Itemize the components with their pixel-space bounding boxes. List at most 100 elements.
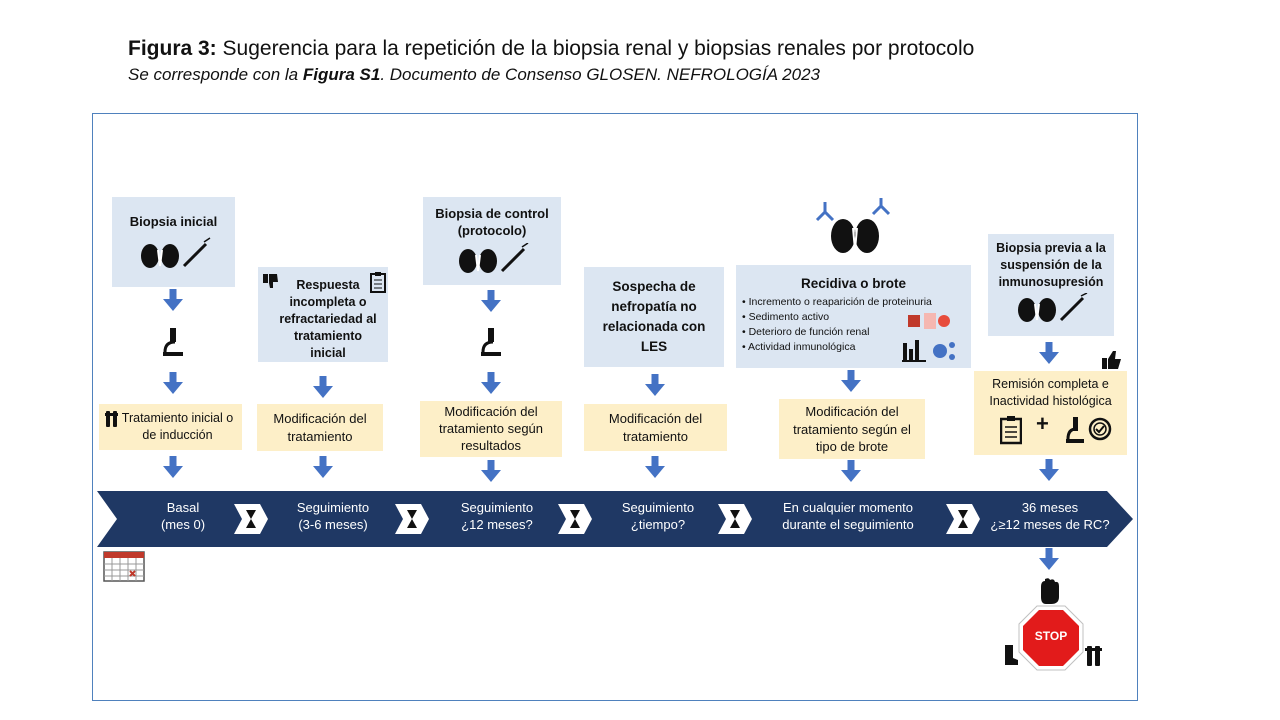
criteria-list: Incremento o reaparición de proteinuria … bbox=[742, 295, 971, 355]
down-arrow bbox=[313, 456, 333, 478]
step-line: Seguimiento bbox=[460, 500, 534, 515]
kidney-syringe-icon bbox=[1018, 292, 1088, 322]
down-arrow bbox=[163, 289, 183, 311]
down-arrow bbox=[645, 456, 665, 478]
hourglass-icon bbox=[718, 504, 752, 534]
box-tratamiento-inicial: Tratamiento inicial o de inducción bbox=[99, 404, 242, 450]
step-line: Seguimiento bbox=[296, 500, 370, 515]
box-label: Tratamiento inicial o de inducción bbox=[121, 411, 234, 442]
step-line: 36 meses bbox=[1021, 500, 1079, 515]
box-label: Recidiva o brote bbox=[800, 276, 907, 291]
timeline-step-cualquier: En cualquier momento durante el seguimien… bbox=[763, 499, 933, 533]
step-line: Basal bbox=[166, 500, 200, 515]
box-modificacion-1: Modificación del tratamiento bbox=[257, 404, 383, 451]
step-line: ¿tiempo? bbox=[630, 517, 686, 532]
criteria-item: Incremento o reaparición de proteinuria bbox=[742, 295, 971, 310]
box-label: Biopsia previa a la suspensión de la inm… bbox=[996, 241, 1106, 289]
step-line: durante el seguimiento bbox=[782, 517, 914, 532]
stop-sign-icon bbox=[1018, 605, 1084, 671]
box-label: Modificación del tratamiento según el ti… bbox=[793, 404, 911, 454]
kidney-antibody-icon bbox=[815, 198, 891, 253]
plus-sign: + bbox=[1036, 411, 1049, 436]
chart-analysis-icon bbox=[902, 340, 955, 362]
box-label: Biopsia inicial bbox=[129, 214, 218, 229]
hourglass-icon bbox=[234, 504, 268, 534]
box-label: Modificación del tratamiento bbox=[608, 411, 703, 444]
box-biopsia-control: Biopsia de control (protocolo) bbox=[423, 197, 561, 285]
hourglass-icon bbox=[395, 504, 429, 534]
microscope-icon bbox=[479, 326, 503, 358]
step-line: ¿12 meses? bbox=[461, 517, 533, 532]
down-arrow bbox=[841, 370, 861, 392]
down-arrow bbox=[481, 460, 501, 482]
step-line: (3-6 meses) bbox=[298, 517, 368, 532]
kidney-syringe-icon bbox=[459, 242, 529, 273]
pills-icon bbox=[1085, 646, 1102, 666]
timeline-band bbox=[97, 491, 1133, 547]
down-arrow bbox=[163, 372, 183, 394]
box-recidiva-brote: Recidiva o brote Incremento o reaparició… bbox=[736, 265, 971, 368]
kidney-syringe-icon bbox=[140, 237, 210, 268]
box-biopsia-previa: Biopsia previa a la suspensión de la inm… bbox=[988, 234, 1114, 336]
box-label: Sospecha de nefropatía no relacionada co… bbox=[602, 279, 706, 354]
box-modificacion-resultados: Modificación del tratamiento según resul… bbox=[420, 401, 562, 457]
box-modificacion-brote: Modificación del tratamiento según el ti… bbox=[779, 399, 925, 459]
down-arrow bbox=[481, 372, 501, 394]
timeline-step-basal: Basal (mes 0) bbox=[133, 499, 233, 533]
check-badge-icon bbox=[1088, 417, 1112, 441]
subtitle-part-a: Se corresponde con la bbox=[128, 65, 303, 84]
stop-label: STOP bbox=[1034, 629, 1068, 643]
diagram-frame: Biopsia inicial Respuesta incompleta o r… bbox=[92, 113, 1138, 701]
hourglass-icon bbox=[946, 504, 980, 534]
down-arrow bbox=[481, 290, 501, 312]
box-sublabel: (protocolo) bbox=[457, 223, 527, 238]
thumbs-up-icon bbox=[1102, 351, 1121, 369]
box-respuesta-incompleta: Respuesta incompleta o refractariedad al… bbox=[258, 267, 388, 362]
box-biopsia-inicial: Biopsia inicial bbox=[112, 197, 235, 287]
down-arrow bbox=[313, 376, 333, 398]
criteria-item: Sedimento activo bbox=[742, 310, 971, 325]
box-sospecha-nefropatia: Sospecha de nefropatía no relacionada co… bbox=[584, 267, 724, 367]
timeline-step-12: Seguimiento ¿12 meses? bbox=[442, 499, 552, 533]
hand-stop-icon bbox=[1041, 578, 1059, 604]
step-line: (mes 0) bbox=[160, 517, 206, 532]
down-arrow bbox=[1039, 342, 1059, 364]
thumbs-down-icon bbox=[263, 274, 278, 288]
figure-number: Figura 3: bbox=[128, 37, 217, 60]
figure-header: Figura 3: Sugerencia para la repetición … bbox=[128, 36, 1128, 86]
down-arrow bbox=[1039, 548, 1059, 570]
box-label: Modificación del tratamiento según resul… bbox=[438, 404, 544, 453]
down-arrow bbox=[645, 374, 665, 396]
hourglass-icon bbox=[558, 504, 592, 534]
criteria-item: Deterioro de función renal bbox=[742, 325, 971, 340]
timeline-step-3-6: Seguimiento (3-6 meses) bbox=[278, 499, 388, 533]
clipboard-icon bbox=[370, 272, 386, 293]
down-arrow bbox=[163, 456, 183, 478]
box-label: Biopsia de control bbox=[435, 206, 549, 221]
microscope-icon bbox=[1066, 417, 1084, 443]
step-line: ¿≥12 meses de RC? bbox=[990, 517, 1110, 532]
down-arrow bbox=[1039, 459, 1059, 481]
box-remision-completa: Remisión completa e Inactividad histológ… bbox=[974, 371, 1127, 455]
figure-title: Figura 3: Sugerencia para la repetición … bbox=[128, 36, 1128, 62]
subtitle-part-c: . Documento de Consenso GLOSEN. NEFROLOG… bbox=[380, 65, 820, 84]
clipboard-icon bbox=[1000, 416, 1022, 445]
figure-title-text: Sugerencia para la repetición de la biop… bbox=[216, 37, 975, 60]
box-label: Remisión completa e Inactividad histológ… bbox=[989, 377, 1112, 408]
microscope-icon bbox=[161, 326, 185, 358]
box-modificacion-2: Modificación del tratamiento bbox=[584, 404, 727, 451]
boot-icon bbox=[1005, 645, 1018, 665]
pills-icon bbox=[105, 411, 118, 427]
lab-sample-icon bbox=[908, 313, 950, 329]
subtitle-part-b: Figura S1 bbox=[302, 65, 381, 84]
step-line: Seguimiento bbox=[621, 500, 695, 515]
timeline-step-tiempo: Seguimiento ¿tiempo? bbox=[603, 499, 713, 533]
step-line: En cualquier momento bbox=[782, 500, 914, 515]
box-label: Modificación del tratamiento bbox=[273, 411, 367, 444]
down-arrow bbox=[841, 460, 861, 482]
box-label: Respuesta incompleta o refractariedad al… bbox=[279, 278, 377, 360]
criteria-item: Actividad inmunológica bbox=[742, 340, 971, 355]
calendar-icon bbox=[103, 551, 145, 582]
figure-subtitle: Se corresponde con la Figura S1. Documen… bbox=[128, 64, 1128, 86]
timeline-step-36: 36 meses ¿≥12 meses de RC? bbox=[975, 499, 1125, 533]
